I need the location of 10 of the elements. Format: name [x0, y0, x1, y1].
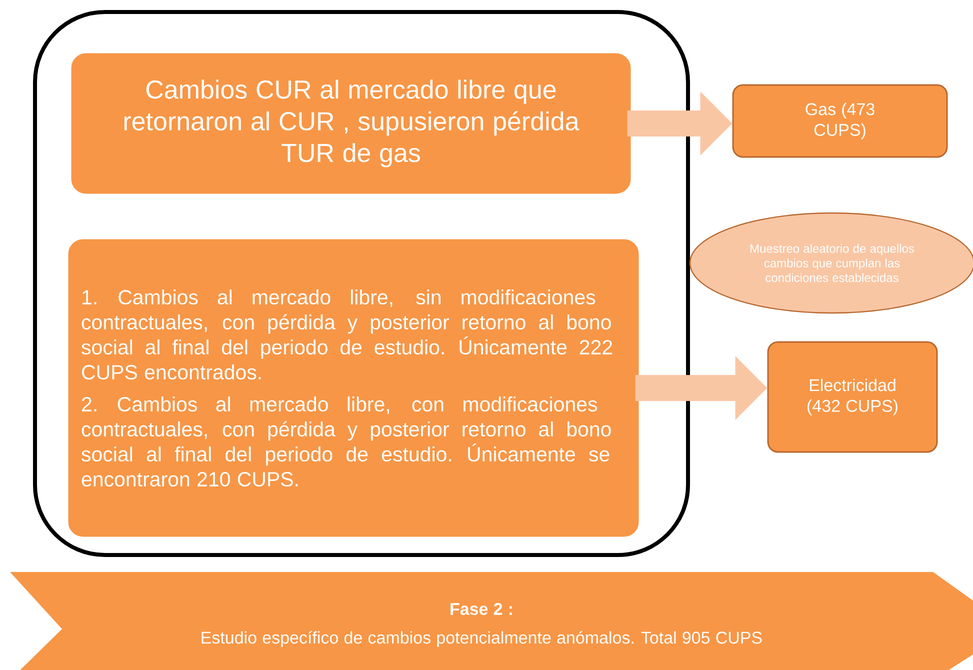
result-box: Gas (473 CUPS) — [732, 84, 948, 158]
container-box — [33, 10, 690, 557]
banner-text: Fase 2 : — [450, 602, 512, 615]
banner-text: Estudio específico de cambios potencialmente anómalos. Total 905 CUPS — [202, 631, 762, 648]
process-box: Cambios CUR al mercado libre que retornaron al CUR , supusieron pérdida TUR de gas — [68, 50, 634, 196]
phase-banner — [10, 572, 973, 670]
result-box: Electricidad (432 CUPS) — [767, 341, 938, 453]
paragraph: 2. Cambios al mercado libre, con modificaciones contractuales, con pérdida y posterior retorno al bono social al final del periodo de estudio. Únicamente se encontraron 210 CUPS. — [82, 396, 611, 487]
process-box — [66, 236, 642, 540]
paragraph: 1. Cambios al mercado libre, sin modificaciones contractuales, con pérdida y posterior retorno al bono social al final del periodo de estudio. Únicamente 222 CUPS encontrados. — [82, 289, 612, 380]
